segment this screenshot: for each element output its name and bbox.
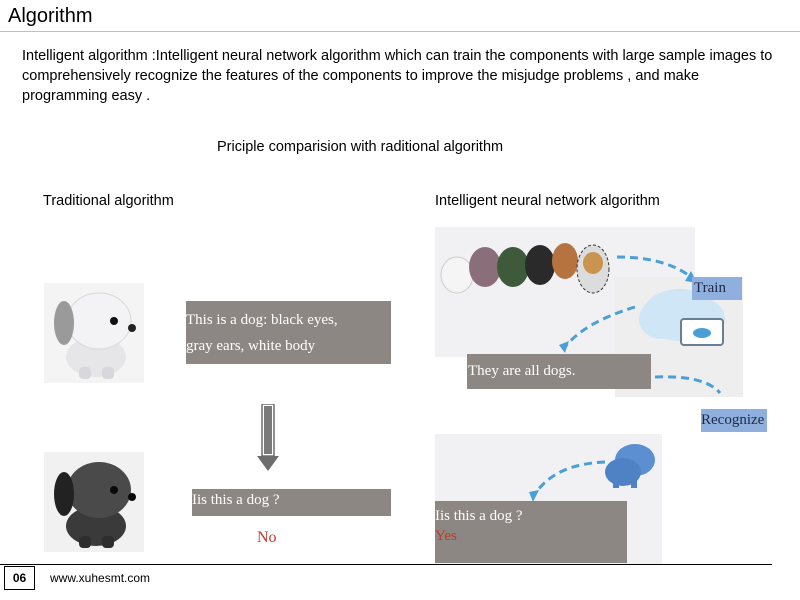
page-title: Algorithm bbox=[8, 5, 93, 27]
neural-answer: Yes bbox=[435, 528, 457, 544]
traditional-heading: Traditional algorithm bbox=[43, 193, 174, 209]
traditional-question-box: Iis this a dog ? bbox=[192, 489, 391, 516]
title-bar: Algorithm bbox=[0, 0, 800, 32]
neural-heading: Intelligent neural network algorithm bbox=[435, 193, 660, 209]
down-arrow-icon bbox=[257, 404, 279, 472]
description-line-1: This is a dog: black eyes, bbox=[186, 312, 338, 328]
traditional-answer: No bbox=[257, 529, 277, 546]
footer-divider bbox=[0, 564, 772, 565]
training-scene bbox=[435, 227, 743, 397]
website-link: www.xuhesmt.com bbox=[50, 571, 151, 585]
train-tag: Train bbox=[692, 277, 742, 300]
comparison-subtitle: Priciple comparision with raditional alg… bbox=[217, 139, 504, 155]
page-number: 06 bbox=[4, 566, 35, 590]
recognize-tag: Recognize bbox=[701, 409, 767, 432]
white-dog-figure bbox=[44, 283, 144, 383]
intro-text: Intelligent algorithm :Intelligent neura… bbox=[22, 48, 773, 104]
all-dogs-box: They are all dogs. bbox=[467, 354, 651, 389]
neural-question: Iis this a dog ? bbox=[435, 508, 523, 524]
neural-question-box: Iis this a dog ? Yes bbox=[435, 501, 627, 563]
black-dog-figure bbox=[44, 452, 144, 552]
dog-description-box: This is a dog: black eyes, gray ears, wh… bbox=[186, 301, 391, 364]
description-line-2: gray ears, white body bbox=[186, 338, 316, 354]
